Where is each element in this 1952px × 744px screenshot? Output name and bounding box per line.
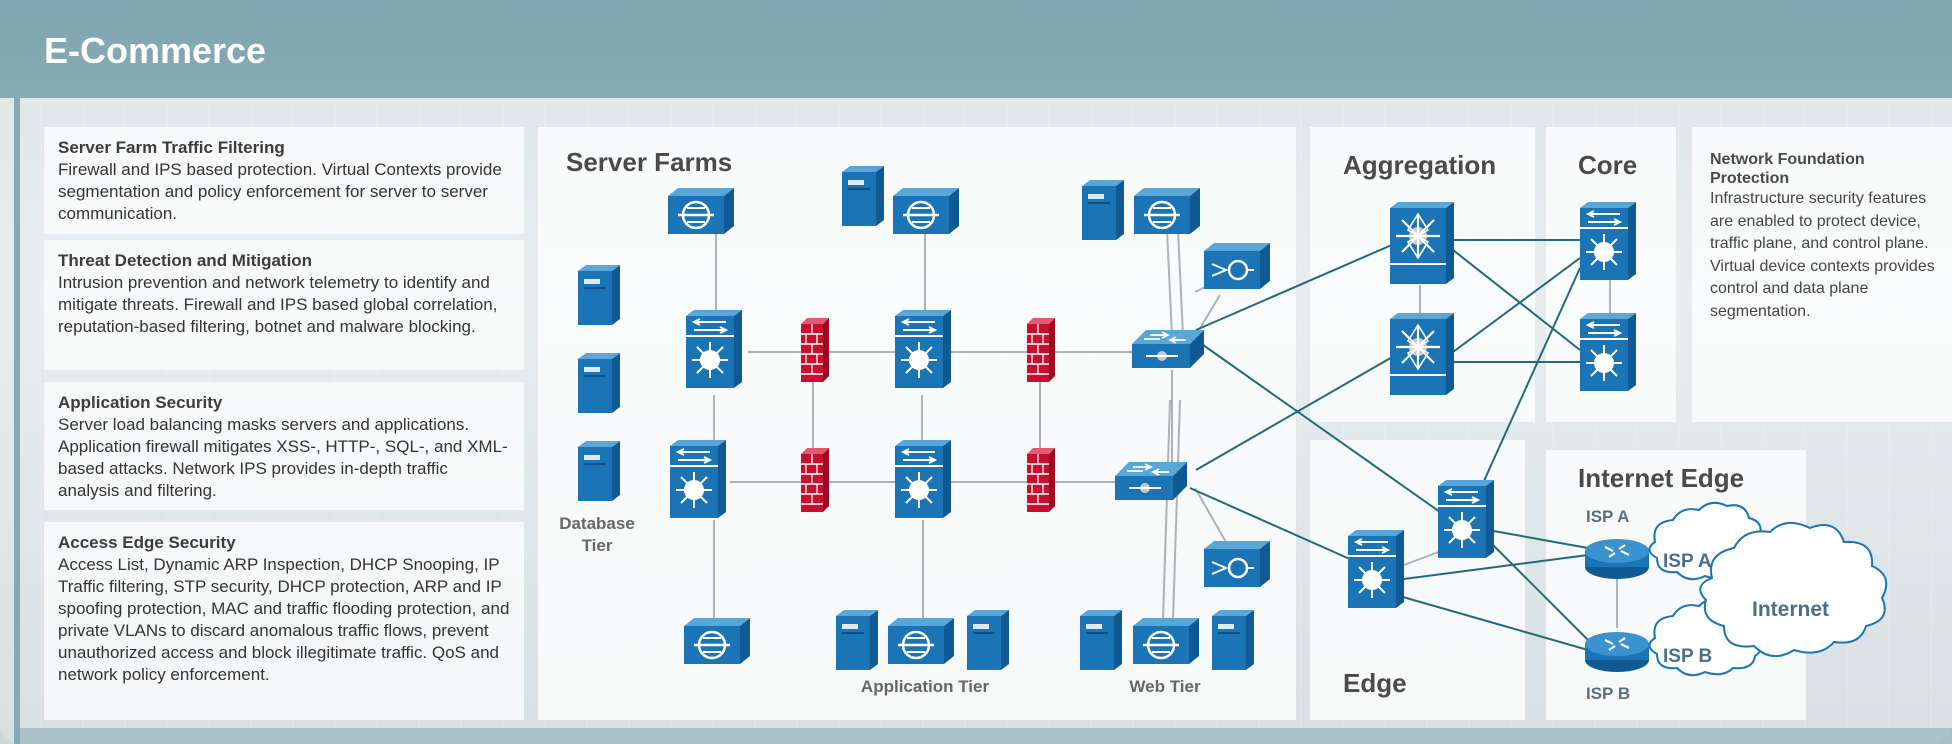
tier-label-web: Web Tier [1129,677,1201,696]
edge-switch-upper [1437,479,1495,559]
firewall-4 [1026,447,1056,513]
web-layer3-switch-lower [1114,461,1188,501]
cloud-label-isp-b: ISP B [1663,646,1712,667]
isp-b-router-label: ISP B [1586,684,1631,703]
database-server-1 [578,265,620,325]
zone-label-aggregation: Aggregation [1343,150,1497,180]
bottom-bar [14,728,1952,744]
network-foundation-title: Network Foundation Protection [1710,151,1865,187]
web-server-bottom-left [1080,610,1122,670]
firewall-3 [800,447,830,513]
cloud-label-internet: Internet [1752,598,1829,621]
cloud-label-isp-a: ISP A [1663,551,1712,572]
access-switch-db-upper [685,309,743,389]
isp-a-router [1583,537,1651,581]
zone-label-core: Core [1578,150,1638,180]
web-layer3-switch-upper [1131,329,1205,369]
card-title: Server Farm Traffic Filtering [58,138,285,157]
zone-label-internet-edge: Internet Edge [1578,463,1745,493]
card-title: Application Security [58,393,223,412]
internet-cloud [1699,521,1888,657]
network-foundation-body: Infrastructure security features are ena… [1710,190,1935,320]
web-server-top [1082,180,1124,240]
isp-a-router-label: ISP A [1586,507,1630,526]
zone-label-server-farms: Server Farms [566,147,733,177]
web-server-bottom-right [1212,610,1254,670]
card-body: Access List, Dynamic ARP Inspection, DHC… [58,555,510,684]
card-title: Access Edge Security [58,533,236,552]
app-server-top [842,166,884,226]
network-foundation-text: Network Foundation Protection Infrastruc… [1710,150,1940,323]
title-bar [0,0,1952,98]
aggregation-switch-upper [1388,200,1456,286]
access-switch-db-lower [669,439,727,519]
page-title: E-Commerce [44,30,267,71]
card-body: Server load balancing masks servers and … [58,415,508,500]
database-server-2 [578,353,620,413]
card-access-edge-security: Access Edge Security Access List, Dynami… [44,522,524,720]
tier-label-application: Application Tier [860,677,990,696]
app-server-bottom-right [967,610,1009,670]
load-balancer-db-top [666,186,736,236]
core-switch-lower [1579,312,1637,392]
card-title: Threat Detection and Mitigation [58,251,313,270]
app-server-bottom-left [836,610,878,670]
database-server-3 [578,441,620,501]
zone-label-edge: Edge [1343,668,1407,698]
core-switch-upper [1579,201,1637,281]
ids-sensor-bottom [1202,539,1272,589]
card-application-security: Application Security Server load balanci… [44,382,524,510]
ids-sensor-top [1202,241,1272,291]
firewall-1 [800,317,830,383]
tier-label-database: Database Tier [559,514,635,555]
isp-b-router [1583,630,1651,674]
access-switch-app-lower [894,439,952,519]
load-balancer-db-bottom [682,616,752,666]
left-rail [14,98,20,744]
network-foundation-panel [1692,127,1952,422]
network-links [1189,239,1589,651]
access-switch-app-upper [894,309,952,389]
card-threat-detection: Threat Detection and Mitigation Intrusio… [44,240,524,370]
aggregation-switch-lower [1388,311,1456,397]
load-balancer-web-top [1132,186,1202,236]
edge-switch-lower [1347,529,1405,609]
load-balancer-app-bottom [886,616,956,666]
firewall-2 [1026,317,1056,383]
load-balancer-web-bottom [1131,616,1201,666]
card-body: Intrusion prevention and network telemet… [58,273,498,336]
card-body: Firewall and IPS based protection. Virtu… [58,160,502,223]
card-server-farm-traffic-filtering: Server Farm Traffic Filtering Firewall a… [44,127,524,234]
load-balancer-app-top [891,186,961,236]
